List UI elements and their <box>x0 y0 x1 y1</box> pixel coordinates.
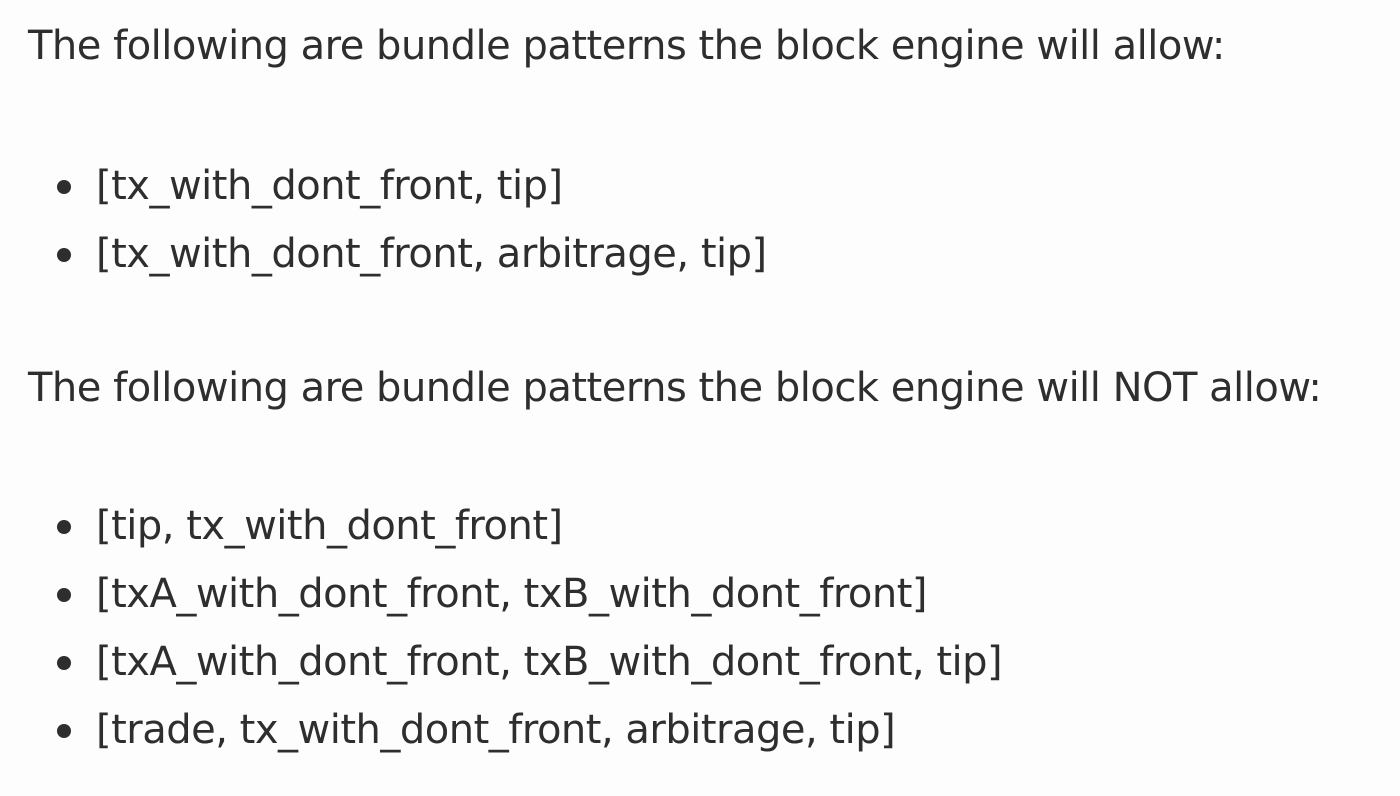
list-item: [txA_with_dont_front, txB_with_dont_fron… <box>0 636 1003 704</box>
list-item-text: [txA_with_dont_front, txB_with_dont_fron… <box>96 639 1003 685</box>
list-item-text: [trade, tx_with_dont_front, arbitrage, t… <box>96 707 896 753</box>
allowed-heading: The following are bundle patterns the bl… <box>28 23 1225 69</box>
list-item-text: [tip, tx_with_dont_front] <box>96 503 563 549</box>
bullet-icon <box>57 180 71 194</box>
bullet-icon <box>57 248 71 262</box>
list-item-text: [txA_with_dont_front, txB_with_dont_fron… <box>96 571 928 617</box>
bullet-icon <box>57 520 71 534</box>
not-allowed-list: [tip, tx_with_dont_front] [txA_with_dont… <box>0 500 1003 772</box>
allowed-list: [tx_with_dont_front, tip] [tx_with_dont_… <box>0 160 767 296</box>
list-item: [trade, tx_with_dont_front, arbitrage, t… <box>0 704 1002 772</box>
bullet-icon <box>57 588 71 602</box>
list-item: [txA_with_dont_front, txB_with_dont_fron… <box>0 568 1002 636</box>
list-item: [tip, tx_with_dont_front] <box>0 500 1002 568</box>
list-item: [tx_with_dont_front, tip] <box>0 160 767 228</box>
bullet-icon <box>57 724 71 738</box>
list-item: [tx_with_dont_front, arbitrage, tip] <box>0 228 767 296</box>
not-allowed-heading: The following are bundle patterns the bl… <box>28 365 1322 411</box>
list-item-text: [tx_with_dont_front, tip] <box>96 163 563 209</box>
bullet-icon <box>57 656 71 670</box>
list-item-text: [tx_with_dont_front, arbitrage, tip] <box>96 231 767 277</box>
